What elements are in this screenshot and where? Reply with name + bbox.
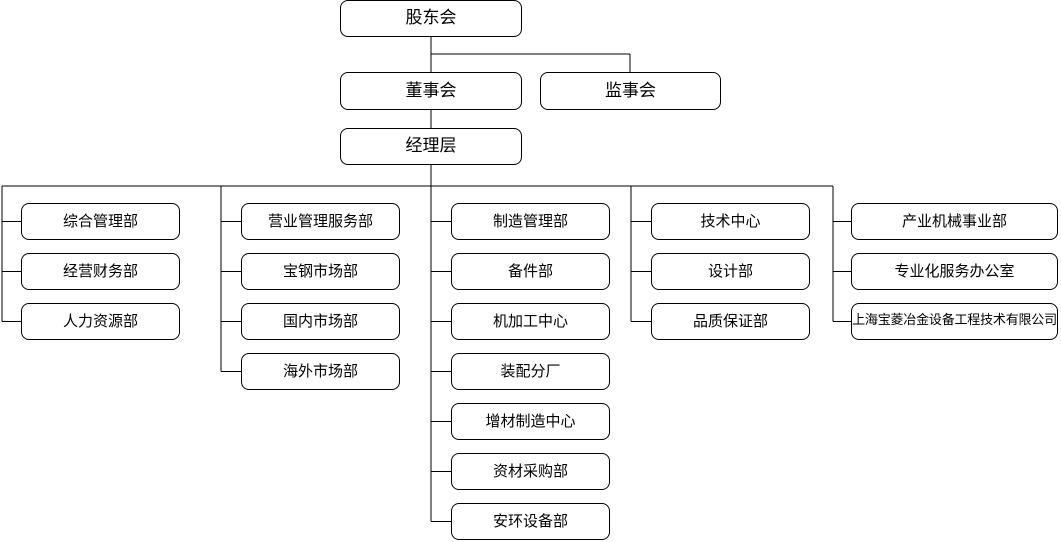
node-column-3-item-5[interactable]: 增材制造中心: [451, 403, 610, 440]
node-column-2-item-3[interactable]: 国内市场部: [241, 303, 400, 340]
node-column-4-item-2[interactable]: 设计部: [651, 253, 810, 290]
node-column-2-item-2[interactable]: 宝钢市场部: [241, 253, 400, 290]
node-column-5-item-2[interactable]: 专业化服务办公室: [851, 253, 1058, 290]
node-column-3-item-7[interactable]: 安环设备部: [451, 503, 610, 540]
node-column-2-item-4[interactable]: 海外市场部: [241, 353, 400, 390]
node-column-4-item-3[interactable]: 品质保证部: [651, 303, 810, 340]
node-column-3-item-1[interactable]: 制造管理部: [451, 203, 610, 240]
node-board-of-directors[interactable]: 董事会: [340, 72, 522, 110]
node-column-3-item-3[interactable]: 机加工中心: [451, 303, 610, 340]
node-column-1-item-1[interactable]: 综合管理部: [21, 203, 180, 240]
node-column-4-item-1[interactable]: 技术中心: [651, 203, 810, 240]
node-column-3-item-2[interactable]: 备件部: [451, 253, 610, 290]
node-column-5-item-3[interactable]: 上海宝菱冶金设备工程技术有限公司: [851, 303, 1058, 340]
node-column-2-item-1[interactable]: 营业管理服务部: [241, 203, 400, 240]
node-shareholders[interactable]: 股东会: [340, 0, 522, 37]
node-board-of-supervisors[interactable]: 监事会: [540, 72, 721, 110]
node-column-5-item-1[interactable]: 产业机械事业部: [851, 203, 1058, 240]
node-column-3-item-4[interactable]: 装配分厂: [451, 353, 610, 390]
node-management-level[interactable]: 经理层: [340, 128, 522, 165]
node-column-1-item-2[interactable]: 经营财务部: [21, 253, 180, 290]
node-column-1-item-3[interactable]: 人力资源部: [21, 303, 180, 340]
node-column-3-item-6[interactable]: 资材采购部: [451, 453, 610, 490]
